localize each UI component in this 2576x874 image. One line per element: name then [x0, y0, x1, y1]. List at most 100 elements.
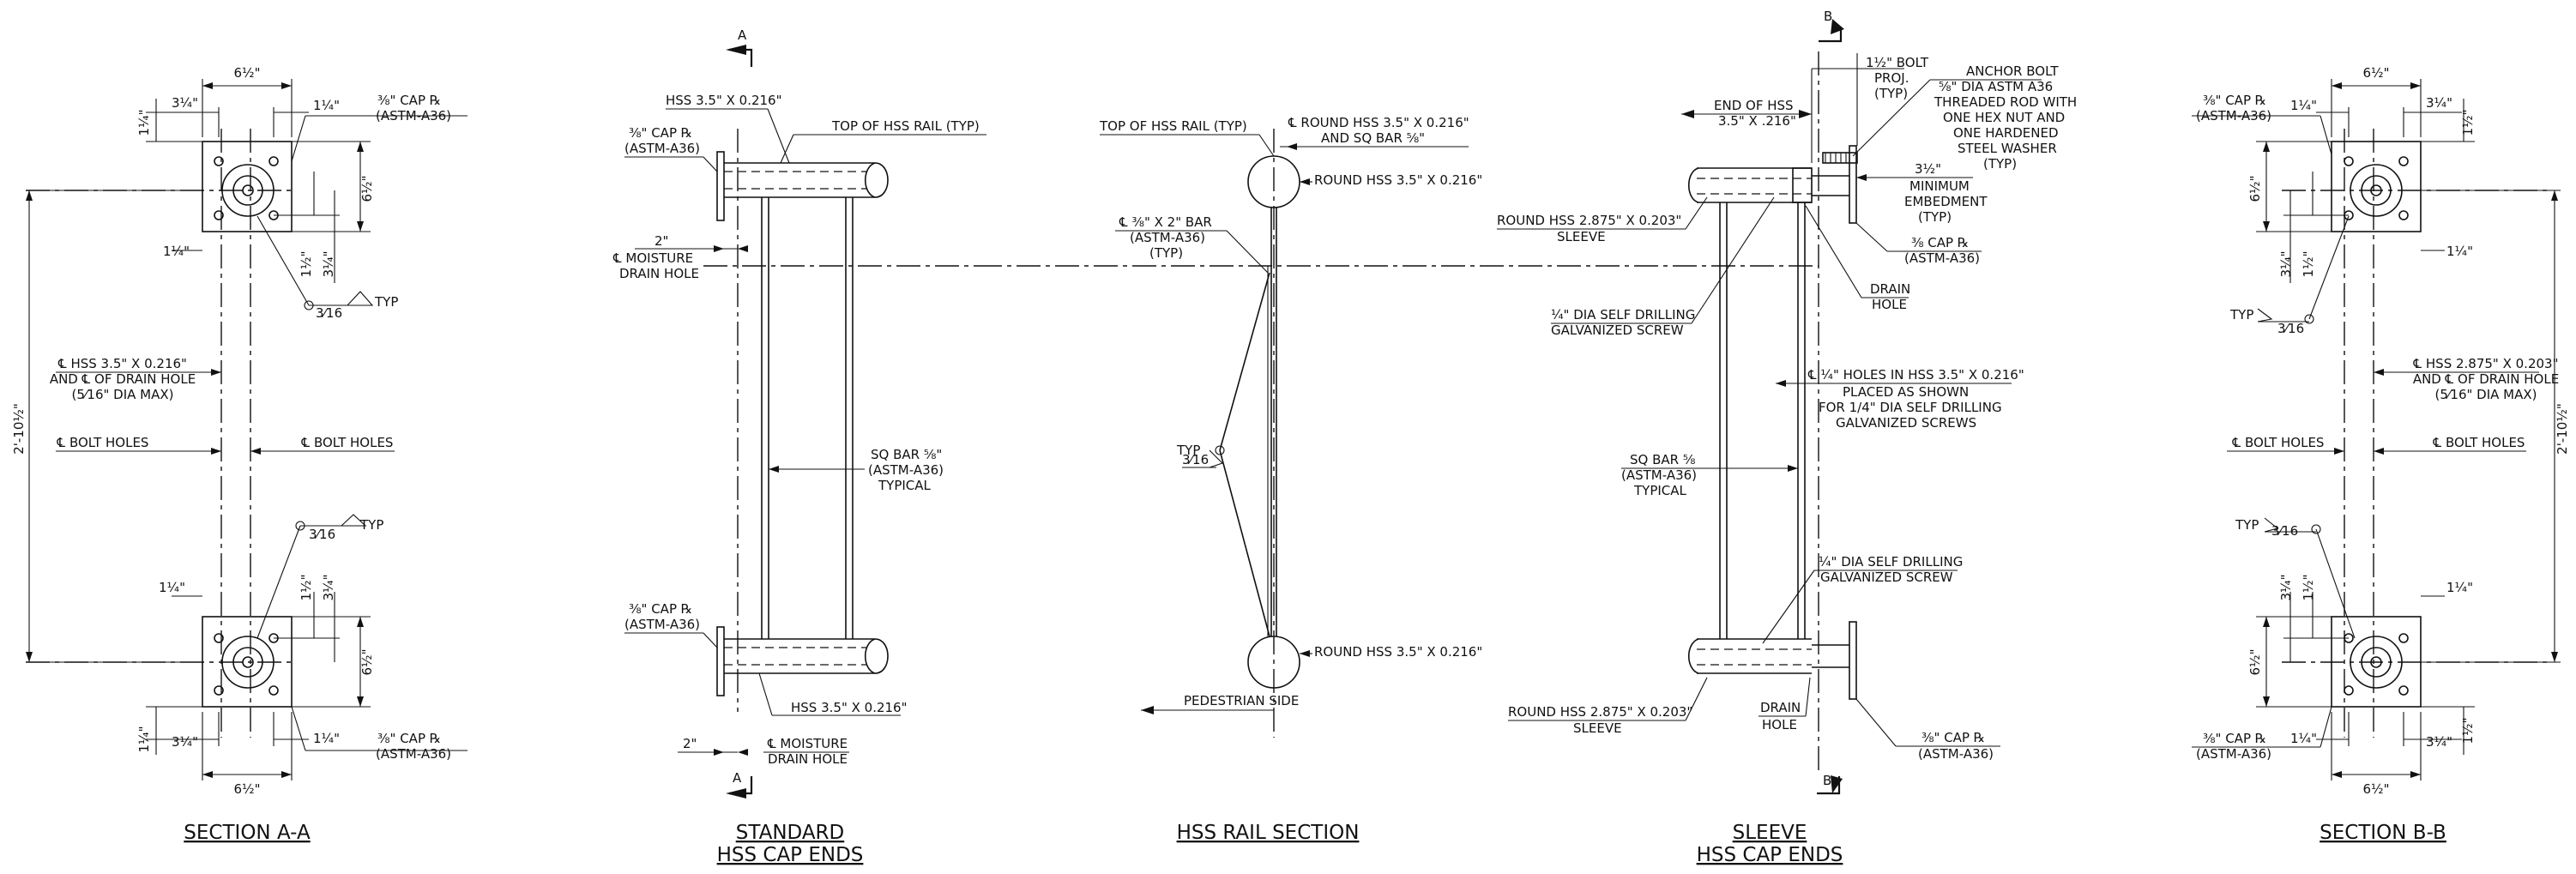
- section-mark-b-bottom: B: [1823, 773, 1831, 788]
- bb-dim-plate-height-bottom: 6½": [2247, 649, 2263, 676]
- dim-width-bottom: 6½": [234, 781, 261, 797]
- label-round-hss-2: AND SQ BAR ⅝": [1321, 130, 1425, 146]
- label-end-hss-2: 3.5" X .216": [1718, 113, 1796, 129]
- bb-dim-top-left-small: 1¼": [2290, 98, 2317, 113]
- bb-dim-top-right-mid: 3¼": [2426, 95, 2452, 111]
- bb-dim-side-small-top: 1¼": [2446, 244, 2473, 259]
- label-cap-top-sleeve-2: (ASTM-A36): [1904, 250, 1980, 266]
- bb-dim-inner-small-bottom: 1½": [2301, 575, 2316, 601]
- label-anchor-5: ONE HARDENED: [1953, 125, 2059, 141]
- bb-weld-size-bottom: 3⁄16: [2271, 523, 2298, 539]
- label-embed-4: (TYP): [1918, 209, 1952, 225]
- dim-inner-mid-bottom: 3¼": [321, 575, 336, 601]
- title-section-bb: SECTION B-B: [2320, 822, 2446, 844]
- label-cap-top-spec: (ASTM-A36): [624, 141, 700, 156]
- label-cap-spec-top: (ASTM-A36): [376, 108, 451, 124]
- label-holes-2: PLACED AS SHOWN: [1843, 384, 1969, 400]
- bb-dim-width-bottom: 6½": [2363, 781, 2390, 797]
- label-moisture-bottom-1: ℄ MOISTURE: [767, 736, 848, 751]
- weld-typ-top: TYP: [374, 294, 398, 310]
- dim-moisture-bottom: 2": [683, 736, 697, 751]
- label-screw-top-1: ¼" DIA SELF DRILLING: [1551, 307, 1695, 322]
- label-embed-1: 3½": [1915, 161, 1941, 177]
- dim-inner-small-top: 1½": [299, 251, 314, 278]
- label-bar-2: (ASTM-A36): [1130, 230, 1205, 245]
- rail-weld-typ: TYP: [1176, 443, 1200, 458]
- label-sleeve-sq-bar-3: TYPICAL: [1633, 483, 1687, 498]
- label-moisture-bottom-2: DRAIN HOLE: [768, 751, 848, 767]
- label-moisture-top-2: DRAIN HOLE: [619, 266, 699, 281]
- label-screw-top-2: GALVANIZED SCREW: [1551, 322, 1684, 338]
- label-sq-bar-2: (ASTM-A36): [868, 462, 944, 478]
- label-cap-plate-bottom: ⅜" CAP ℞: [377, 731, 441, 746]
- label-anchor-6: STEEL WASHER: [1958, 141, 2057, 156]
- label-cap-bottom-sleeve-1: ⅜" CAP ℞: [1921, 730, 1985, 745]
- label-sleeve-top-2: SLEEVE: [1557, 229, 1606, 244]
- note-centerline-1: ℄ HSS 3.5" X 0.216": [57, 356, 187, 371]
- title-section-aa: SECTION A-A: [184, 822, 311, 844]
- label-cap-spec-bottom: (ASTM-A36): [376, 746, 451, 762]
- bb-dim-plate-height-top: 6½": [2247, 176, 2263, 202]
- bb-note-centerline-2: AND ℄ OF DRAIN HOLE: [2413, 371, 2559, 387]
- dim-plate-height-top: 6½": [359, 176, 375, 202]
- label-anchor-1: ANCHOR BOLT: [1966, 63, 2059, 79]
- label-anchor-3: THREADED ROD WITH: [1934, 94, 2077, 110]
- weld-typ-bottom: TYP: [359, 517, 383, 533]
- bb-dim-inner-small-top: 1½": [2301, 251, 2316, 278]
- section-bb: 6½" ⅜" CAP ℞ (ASTM-A36) 1¼" 3¼" 1½" 6½" …: [2192, 65, 2570, 844]
- label-end-hss-1: END OF HSS: [1714, 98, 1794, 113]
- bb-dim-bottom-right-mid: 3¼": [2426, 734, 2452, 750]
- bb-dim-overall-height: 2'-10½": [2555, 403, 2570, 455]
- title-standard-2: HSS CAP ENDS: [717, 844, 864, 866]
- label-anchor-2: ⅝" DIA ASTM A36: [1939, 79, 2053, 94]
- dim-moisture-top: 2": [655, 233, 668, 249]
- bb-dim-side-small-bottom: 1¼": [2446, 580, 2473, 595]
- label-round-hss-top: ROUND HSS 3.5" X 0.216": [1314, 172, 1482, 188]
- title-sleeve-1: SLEEVE: [1733, 822, 1807, 844]
- rail-weld-size: 3⁄16: [1182, 452, 1209, 467]
- dim-top-left-small: 1¼": [136, 110, 152, 136]
- section-mark-a-bottom: A: [733, 770, 742, 786]
- dim-width-top: 6½": [234, 65, 261, 81]
- title-rail-section: HSS RAIL SECTION: [1177, 822, 1360, 844]
- label-bolt-proj-2: PROJ.: [1874, 70, 1909, 86]
- label-cap-top-sleeve-1: ⅜ CAP ℞: [1911, 235, 1969, 250]
- weld-size-bottom: 3⁄16: [309, 527, 335, 542]
- label-embed-3: EMBEDMENT: [1904, 194, 1988, 209]
- note-bolt-holes-right: ℄ BOLT HOLES: [301, 435, 394, 450]
- label-screw-bottom-1: ¼" DIA SELF DRILLING: [1819, 554, 1963, 570]
- label-holes-4: GALVANIZED SCREWS: [1836, 415, 1976, 431]
- note-centerline-3: (5⁄16" DIA MAX): [72, 387, 174, 402]
- bb-dim-inner-mid-top: 3¼": [2278, 251, 2294, 278]
- title-sleeve-2: HSS CAP ENDS: [1697, 844, 1843, 866]
- bb-dim-width-top: 6½": [2363, 65, 2390, 81]
- bb-label-cap-top: ⅜" CAP ℞: [2203, 93, 2266, 108]
- dim-inner-small-bottom: 1½": [299, 575, 314, 601]
- standard-cap-ends: A A HSS 3.5" X 0.216" TOP: [612, 27, 986, 866]
- label-sleeve-top-1: ROUND HSS 2.875" X 0.203": [1497, 213, 1681, 228]
- bb-note-centerline-1: ℄ HSS 2.875" X 0.203": [2413, 356, 2559, 371]
- label-sq-bar-3: TYPICAL: [878, 478, 932, 493]
- cap-plate-bb-top: [2331, 141, 2422, 232]
- label-bolt-proj-3: (TYP): [1874, 86, 1908, 101]
- label-cap-plate-top: ⅜" CAP ℞: [377, 93, 441, 108]
- label-pedestrian: PEDESTRIAN SIDE: [1184, 693, 1299, 708]
- label-moisture-top-1: ℄ MOISTURE: [612, 250, 693, 266]
- label-bar-3: (TYP): [1149, 245, 1183, 261]
- bb-dim-bottom-left-small: 1¼": [2290, 731, 2317, 746]
- dim-top-left-mid: 3¼": [172, 95, 198, 111]
- bb-weld-size-top: 3⁄16: [2277, 321, 2304, 336]
- dim-top-right-small: 1¼": [313, 98, 340, 113]
- label-sleeve-sq-bar-2: (ASTM-A36): [1621, 467, 1697, 483]
- section-mark-a-top: A: [738, 27, 747, 43]
- label-cap-bottom: ⅜" CAP ℞: [629, 601, 692, 617]
- label-drain-top-1: DRAIN: [1870, 281, 1910, 297]
- bb-label-cap-bottom: ⅜" CAP ℞: [2203, 731, 2266, 746]
- label-sq-bar-1: SQ BAR ⅝": [871, 447, 942, 462]
- label-anchor-7: (TYP): [1983, 156, 2017, 172]
- dim-side-small-bottom: 1¼": [159, 580, 185, 595]
- bb-dim-inner-mid-bottom: 3¼": [2278, 575, 2294, 601]
- dim-bottom-right-small: 1¼": [313, 731, 340, 746]
- label-drain-bottom-2: HOLE: [1762, 717, 1797, 732]
